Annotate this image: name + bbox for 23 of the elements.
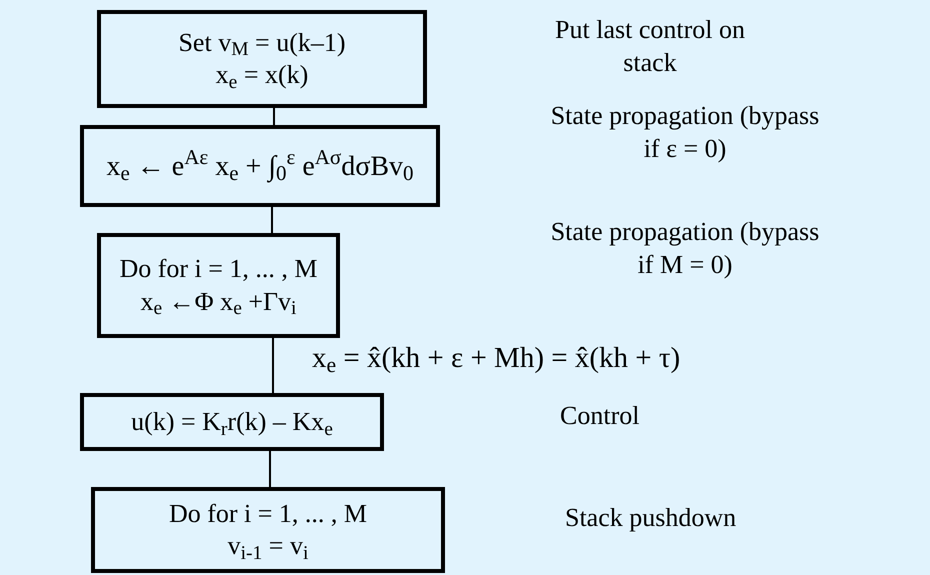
- connector-line: [269, 451, 271, 487]
- formula-text: x$_{e}$ ←Φ x$_{e}$ +Γv$_{i}$: [140, 286, 296, 318]
- connector-line: [271, 207, 273, 233]
- formula-text: x$_{e}$ ← e$^{Aε}$ x$_{e}$ + ∫$_{0}$$^{ε}$ e$^{Aσ}$dσBv$_{0}$: [106, 148, 414, 184]
- process-box: [97, 233, 340, 338]
- annotation-text: Control: [560, 400, 640, 432]
- process-box: [80, 125, 440, 207]
- formula-text: u(k) = K$_{r}$r(k) – Kx$_{e}$: [131, 406, 333, 438]
- formula-text: x$_{e}$ = x(k): [216, 59, 308, 92]
- annotation-text: x$_{e}$ = x̂(kh + ε + Mh) = x̂(kh + τ): [312, 341, 682, 376]
- annotation-text: State propagation (bypass if ε = 0): [550, 100, 820, 164]
- formula-text: Set v$_{M}$ = u(k–1): [178, 26, 346, 59]
- annotation-text: Stack pushdown: [565, 502, 738, 534]
- formula-text: v$_{i-1}$ = v$_{i}$: [228, 530, 308, 562]
- connector-line: [272, 338, 274, 393]
- annotation-text: State propagation (bypass if M = 0): [550, 216, 820, 280]
- formula-text: Do for i = 1, ... , M: [119, 253, 318, 285]
- annotation-text: Put last control on stack: [554, 14, 746, 78]
- process-box: [91, 487, 445, 573]
- process-box: [97, 10, 427, 108]
- process-box: [80, 393, 384, 451]
- formula-text: Do for i = 1, ... , M: [168, 498, 368, 530]
- connector-line: [273, 108, 275, 125]
